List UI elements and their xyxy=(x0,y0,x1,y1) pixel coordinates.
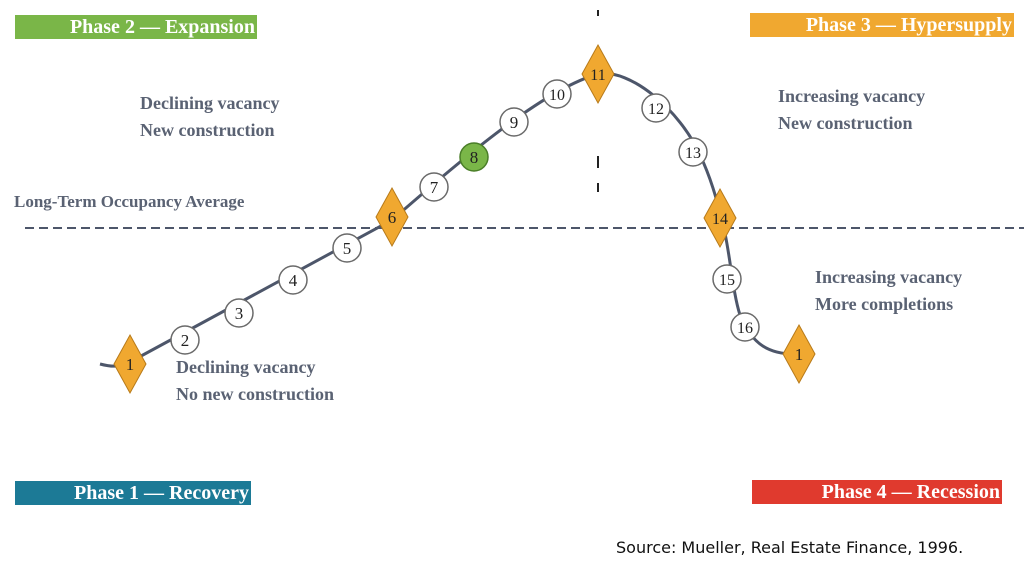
cycle-curve xyxy=(99,71,799,368)
cycle-marker-shape xyxy=(641,93,671,123)
cycle-marker-16: 16 xyxy=(730,312,760,342)
cycle-marker-4: 4 xyxy=(278,265,308,295)
cycle-marker-label: 2 xyxy=(181,331,190,350)
note-hypersupply-line1: Increasing vacancy xyxy=(778,86,926,106)
cycle-marker-label: 7 xyxy=(430,178,439,197)
cycle-marker-14: 14 xyxy=(703,187,737,249)
cycle-marker-shape xyxy=(419,172,449,202)
cycle-marker-shape xyxy=(170,325,200,355)
cycle-marker-10: 10 xyxy=(542,79,572,109)
cycle-marker-label: 16 xyxy=(737,320,753,337)
cycle-marker-8: 8 xyxy=(459,142,489,172)
note-recovery-line1: Declining vacancy xyxy=(176,357,316,377)
cycle-marker-label: 6 xyxy=(388,208,397,227)
cycle-marker-shape xyxy=(113,333,147,395)
cycle-marker-5: 5 xyxy=(332,233,362,263)
cycle-marker-label: 3 xyxy=(235,304,244,323)
cycle-marker-17: 1 xyxy=(782,323,816,385)
cycle-marker-shape xyxy=(459,142,489,172)
cycle-marker-shape xyxy=(278,265,308,295)
phase-2-label: Phase 2 — Expansion xyxy=(69,16,255,38)
cycle-marker-shape xyxy=(782,323,816,385)
cycle-marker-11: 11 xyxy=(581,43,615,105)
note-recovery: Declining vacancy No new construction xyxy=(176,354,334,408)
cycle-marker-label: 1 xyxy=(795,345,804,364)
cycle-marker-label: 10 xyxy=(549,87,565,104)
cycle-marker-3: 3 xyxy=(224,298,254,328)
cycle-marker-label: 12 xyxy=(648,101,664,118)
phase-2-banner: Phase 2 — Expansion xyxy=(15,15,257,39)
phase-3-label: Phase 3 — Hypersupply xyxy=(805,14,1012,36)
note-expansion-line2: New construction xyxy=(140,120,275,140)
note-expansion: Declining vacancy New construction xyxy=(140,90,280,144)
cycle-marker-label: 5 xyxy=(343,239,352,258)
cycle-marker-label: 1 xyxy=(126,355,135,374)
cycle-marker-shape xyxy=(703,187,737,249)
cycle-marker-12: 12 xyxy=(641,93,671,123)
cycle-marker-6: 6 xyxy=(375,186,409,248)
cycle-marker-label: 9 xyxy=(510,113,519,132)
cycle-marker-13: 13 xyxy=(678,137,708,167)
cycle-marker-2: 2 xyxy=(170,325,200,355)
phase-1-banner: Phase 1 — Recovery xyxy=(15,481,251,505)
cycle-marker-shape xyxy=(730,312,760,342)
phase-1-label: Phase 1 — Recovery xyxy=(74,482,249,504)
cycle-marker-shape xyxy=(224,298,254,328)
note-recession: Increasing vacancy More completions xyxy=(815,264,962,318)
phase-3-banner: Phase 3 — Hypersupply xyxy=(750,13,1014,37)
cycle-marker-9: 9 xyxy=(499,107,529,137)
occupancy-average-label: Long-Term Occupancy Average xyxy=(14,192,245,211)
cycle-marker-shape xyxy=(581,43,615,105)
cycle-marker-label: 14 xyxy=(712,211,728,228)
cycle-marker-shape xyxy=(332,233,362,263)
note-recession-line1: Increasing vacancy xyxy=(815,267,963,287)
cycle-marker-shape xyxy=(678,137,708,167)
note-hypersupply: Increasing vacancy New construction xyxy=(778,83,925,137)
cycle-marker-label: 4 xyxy=(289,271,298,290)
phase-4-label: Phase 4 — Recession xyxy=(821,481,1000,503)
source-citation: Source: Mueller, Real Estate Finance, 19… xyxy=(616,538,964,557)
phase-4-banner: Phase 4 — Recession xyxy=(752,480,1002,504)
cycle-marker-shape xyxy=(542,79,572,109)
cycle-marker-shape xyxy=(375,186,409,248)
cycle-marker-7: 7 xyxy=(419,172,449,202)
cycle-marker-15: 15 xyxy=(712,264,742,294)
note-expansion-line1: Declining vacancy xyxy=(140,93,280,113)
cycle-marker-label: 15 xyxy=(719,272,735,289)
note-recovery-line2: No new construction xyxy=(176,384,334,404)
cycle-marker-shape xyxy=(499,107,529,137)
cycle-marker-label: 13 xyxy=(685,145,701,162)
cycle-marker-1: 1 xyxy=(113,333,147,395)
cycle-marker-shape xyxy=(712,264,742,294)
cycle-marker-label: 8 xyxy=(470,148,479,167)
cycle-marker-label: 11 xyxy=(590,67,605,84)
note-hypersupply-line2: New construction xyxy=(778,113,913,133)
note-recession-line2: More completions xyxy=(815,294,954,314)
